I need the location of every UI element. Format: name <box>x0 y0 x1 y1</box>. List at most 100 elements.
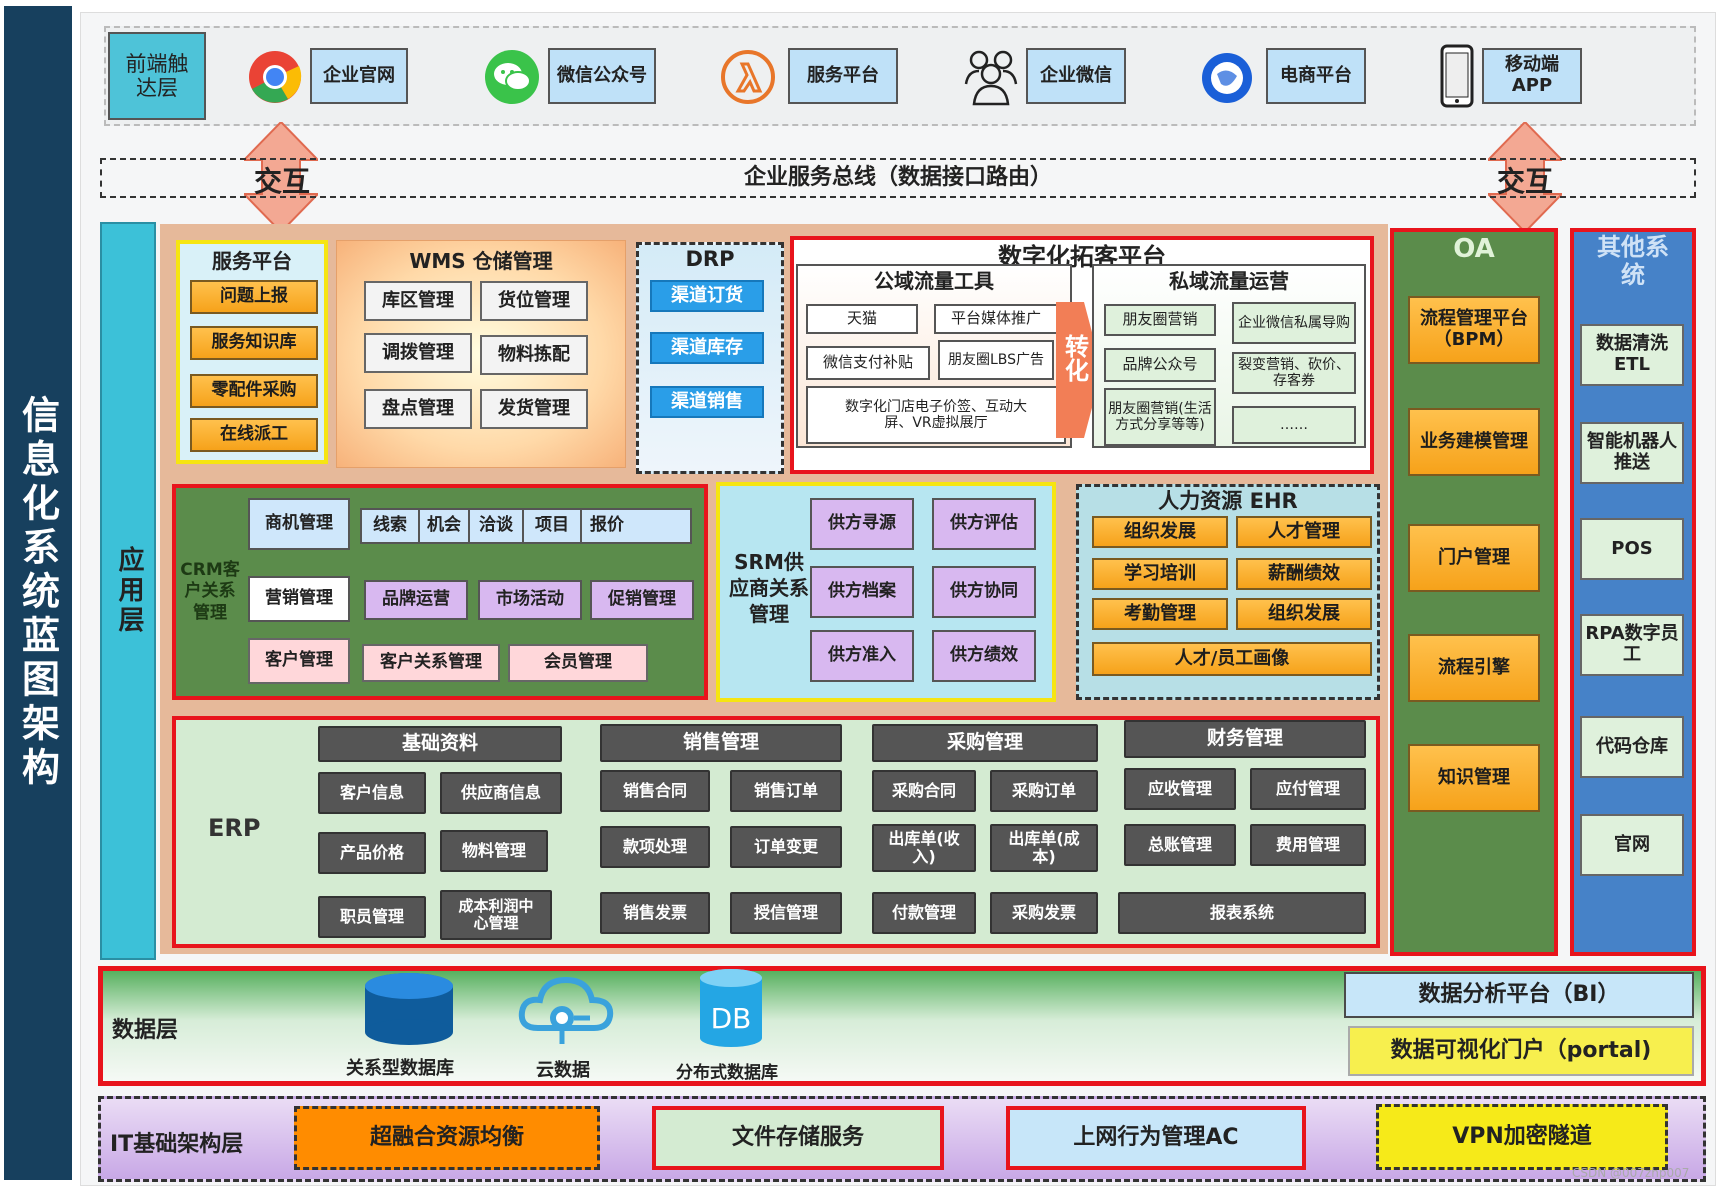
erp-group-1-item-1[interactable]: 客户信息 <box>318 772 426 814</box>
wms-item-1[interactable]: 库区管理 <box>364 281 472 321</box>
erp-group-4-item-5[interactable]: 报表系统 <box>1118 892 1366 934</box>
erp-group-2-item-5[interactable]: 销售发票 <box>600 892 710 934</box>
private-item-4[interactable]: 裂变营销、砍价、存客券 <box>1232 352 1356 394</box>
private-item-1[interactable]: 朋友圈营销 <box>1104 304 1216 336</box>
ehr-item-5[interactable]: 考勤管理 <box>1092 598 1228 630</box>
erp-group-1-item-5[interactable]: 职员管理 <box>318 896 426 938</box>
oa-item-2[interactable]: 业务建模管理 <box>1408 408 1540 476</box>
public-item-1[interactable]: 天猫 <box>806 304 918 334</box>
erp-group-2-item-1[interactable]: 销售合同 <box>600 770 710 812</box>
data-portal[interactable]: 数据可视化门户（portal) <box>1348 1026 1694 1076</box>
other-item-2[interactable]: 智能机器人推送 <box>1580 422 1684 484</box>
bi-platform[interactable]: 数据分析平台（BI） <box>1344 972 1694 1018</box>
front-item-2[interactable]: 微信公众号 <box>548 48 656 104</box>
erp-group-3-item-4[interactable]: 出库单(成本) <box>990 824 1098 872</box>
other-item-3[interactable]: POS <box>1580 518 1684 580</box>
other-item-6[interactable]: 官网 <box>1580 814 1684 876</box>
erp-group-2-item-3[interactable]: 款项处理 <box>600 826 710 868</box>
erp-group-4-item-2[interactable]: 应付管理 <box>1250 768 1366 810</box>
crm-row1-head[interactable]: 商机管理 <box>248 498 350 550</box>
other-item-5[interactable]: 代码仓库 <box>1580 716 1684 778</box>
crm-row3-item-1[interactable]: 客户关系管理 <box>362 644 500 682</box>
erp-group-4-item-1[interactable]: 应收管理 <box>1124 768 1236 810</box>
front-item-1[interactable]: 企业官网 <box>310 48 408 104</box>
ehr-item-6[interactable]: 组织发展 <box>1236 598 1372 630</box>
oa-item-1[interactable]: 流程管理平台（BPM） <box>1408 296 1540 364</box>
crm-row1-item-4[interactable]: 项目 <box>522 508 582 544</box>
erp-group-4-item-3[interactable]: 总账管理 <box>1124 824 1236 866</box>
erp-group-2-title[interactable]: 销售管理 <box>600 724 842 762</box>
ehr-item-3[interactable]: 学习培训 <box>1092 558 1228 590</box>
erp-group-4-title[interactable]: 财务管理 <box>1124 720 1366 758</box>
erp-group-3-title[interactable]: 采购管理 <box>872 724 1098 762</box>
ehr-item-7[interactable]: 人才/员工画像 <box>1092 642 1372 676</box>
ehr-item-1[interactable]: 组织发展 <box>1092 516 1228 548</box>
crm-row2-item-2[interactable]: 市场活动 <box>478 580 582 620</box>
erp-group-3-item-1[interactable]: 采购合同 <box>872 770 976 812</box>
private-item-5[interactable]: 朋友圈营销(生活方式分享等等) <box>1104 388 1216 446</box>
private-item-2[interactable]: 企业微信私属导购 <box>1232 302 1356 344</box>
front-item-4[interactable]: 企业微信 <box>1026 48 1126 104</box>
it-item-3[interactable]: 上网行为管理AC <box>1006 1106 1306 1170</box>
srm-item-5[interactable]: 供方准入 <box>810 630 914 682</box>
srm-item-2[interactable]: 供方评估 <box>932 498 1036 550</box>
erp-group-3-item-6[interactable]: 采购发票 <box>990 892 1098 934</box>
crm-row3-head[interactable]: 客户管理 <box>248 638 350 684</box>
wms-item-5[interactable]: 盘点管理 <box>364 389 472 429</box>
wms-item-3[interactable]: 调拨管理 <box>364 333 472 373</box>
erp-group-2-item-2[interactable]: 销售订单 <box>730 770 842 812</box>
drp-item-2[interactable]: 渠道库存 <box>650 332 764 364</box>
public-item-4[interactable]: 朋友圈LBS广告 <box>938 340 1054 380</box>
private-item-3[interactable]: 品牌公众号 <box>1104 348 1216 382</box>
erp-group-1-item-4[interactable]: 物料管理 <box>440 830 548 872</box>
oa-item-4[interactable]: 流程引擎 <box>1408 634 1540 702</box>
erp-group-1-item-3[interactable]: 产品价格 <box>318 832 426 874</box>
drp-item-1[interactable]: 渠道订货 <box>650 280 764 312</box>
it-item-2[interactable]: 文件存储服务 <box>652 1106 944 1170</box>
erp-group-1-item-6[interactable]: 成本利润中心管理 <box>440 890 552 940</box>
wms-item-6[interactable]: 发货管理 <box>480 389 588 429</box>
srm-item-1[interactable]: 供方寻源 <box>810 498 914 550</box>
drp-item-3[interactable]: 渠道销售 <box>650 386 764 418</box>
wms-item-2[interactable]: 货位管理 <box>480 281 588 321</box>
erp-group-4-item-4[interactable]: 费用管理 <box>1250 824 1366 866</box>
ehr-item-4[interactable]: 薪酬绩效 <box>1236 558 1372 590</box>
other-item-1[interactable]: 数据清洗ETL <box>1580 324 1684 386</box>
erp-group-3-item-3[interactable]: 出库单(收入) <box>872 824 976 872</box>
other-item-4[interactable]: RPA数字员工 <box>1580 614 1684 676</box>
service-item-2[interactable]: 服务知识库 <box>190 326 318 360</box>
service-item-1[interactable]: 问题上报 <box>190 280 318 314</box>
crm-row1-item-2[interactable]: 机会 <box>418 508 470 544</box>
crm-row2-item-3[interactable]: 促销管理 <box>590 580 694 620</box>
oa-item-5[interactable]: 知识管理 <box>1408 744 1540 812</box>
erp-group-1-title[interactable]: 基础资料 <box>318 726 562 762</box>
private-item-6[interactable]: …… <box>1232 406 1356 444</box>
erp-group-3-item-2[interactable]: 采购订单 <box>990 770 1098 812</box>
crm-row2-item-1[interactable]: 品牌运营 <box>364 580 468 620</box>
erp-group-2-item-4[interactable]: 订单变更 <box>730 826 842 868</box>
public-item-2[interactable]: 平台媒体推广 <box>934 304 1058 334</box>
public-item-3[interactable]: 微信支付补贴 <box>806 346 930 380</box>
erp-group-1-item-2[interactable]: 供应商信息 <box>440 772 562 814</box>
crm-row2-head[interactable]: 营销管理 <box>248 576 350 622</box>
erp-group-2-item-6[interactable]: 授信管理 <box>730 892 842 934</box>
wms-item-4[interactable]: 物料拣配 <box>480 335 588 375</box>
oa-item-3[interactable]: 门户管理 <box>1408 524 1540 592</box>
erp-group-3-item-5[interactable]: 付款管理 <box>872 892 976 934</box>
service-item-4[interactable]: 在线派工 <box>190 418 318 452</box>
public-item-5[interactable]: 数字化门店电子价签、互动大屏、VR虚拟展厅 <box>806 386 1066 444</box>
front-item-3[interactable]: 服务平台 <box>788 48 898 104</box>
srm-item-6[interactable]: 供方绩效 <box>932 630 1036 682</box>
it-item-1[interactable]: 超融合资源均衡 <box>294 1106 600 1170</box>
crm-row1-item-1[interactable]: 线索 <box>360 508 420 544</box>
front-item-5[interactable]: 电商平台 <box>1266 48 1366 104</box>
crm-row1-item-3[interactable]: 洽谈 <box>468 508 524 544</box>
front-item-6[interactable]: 移动端APP <box>1482 48 1582 104</box>
crm-row1-item-5[interactable]: 报价 <box>580 508 692 544</box>
srm-item-4[interactable]: 供方协同 <box>932 566 1036 618</box>
service-item-3[interactable]: 零配件采购 <box>190 374 318 408</box>
crm-row3-item-2[interactable]: 会员管理 <box>508 644 648 682</box>
ehr-item-2[interactable]: 人才管理 <box>1236 516 1372 548</box>
srm-item-3[interactable]: 供方档案 <box>810 566 914 618</box>
it-item-4[interactable]: VPN加密隧道 <box>1376 1104 1668 1170</box>
